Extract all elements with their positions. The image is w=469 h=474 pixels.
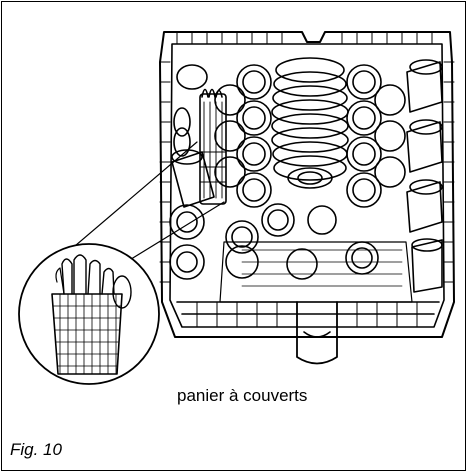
cups-bottom	[219, 203, 413, 303]
plates-stack	[271, 57, 349, 189]
cutlery-basket-label: panier à couverts	[177, 386, 308, 405]
cutlery-basket-in-rack	[173, 88, 227, 205]
figure-number: Fig. 10	[10, 440, 62, 459]
cutlery-basket-detail	[18, 243, 160, 385]
cups-left	[214, 64, 272, 208]
callout-line-upper	[61, 141, 198, 258]
glasses-right	[406, 59, 443, 293]
glasses-left	[169, 64, 215, 280]
cups-right	[346, 64, 406, 208]
